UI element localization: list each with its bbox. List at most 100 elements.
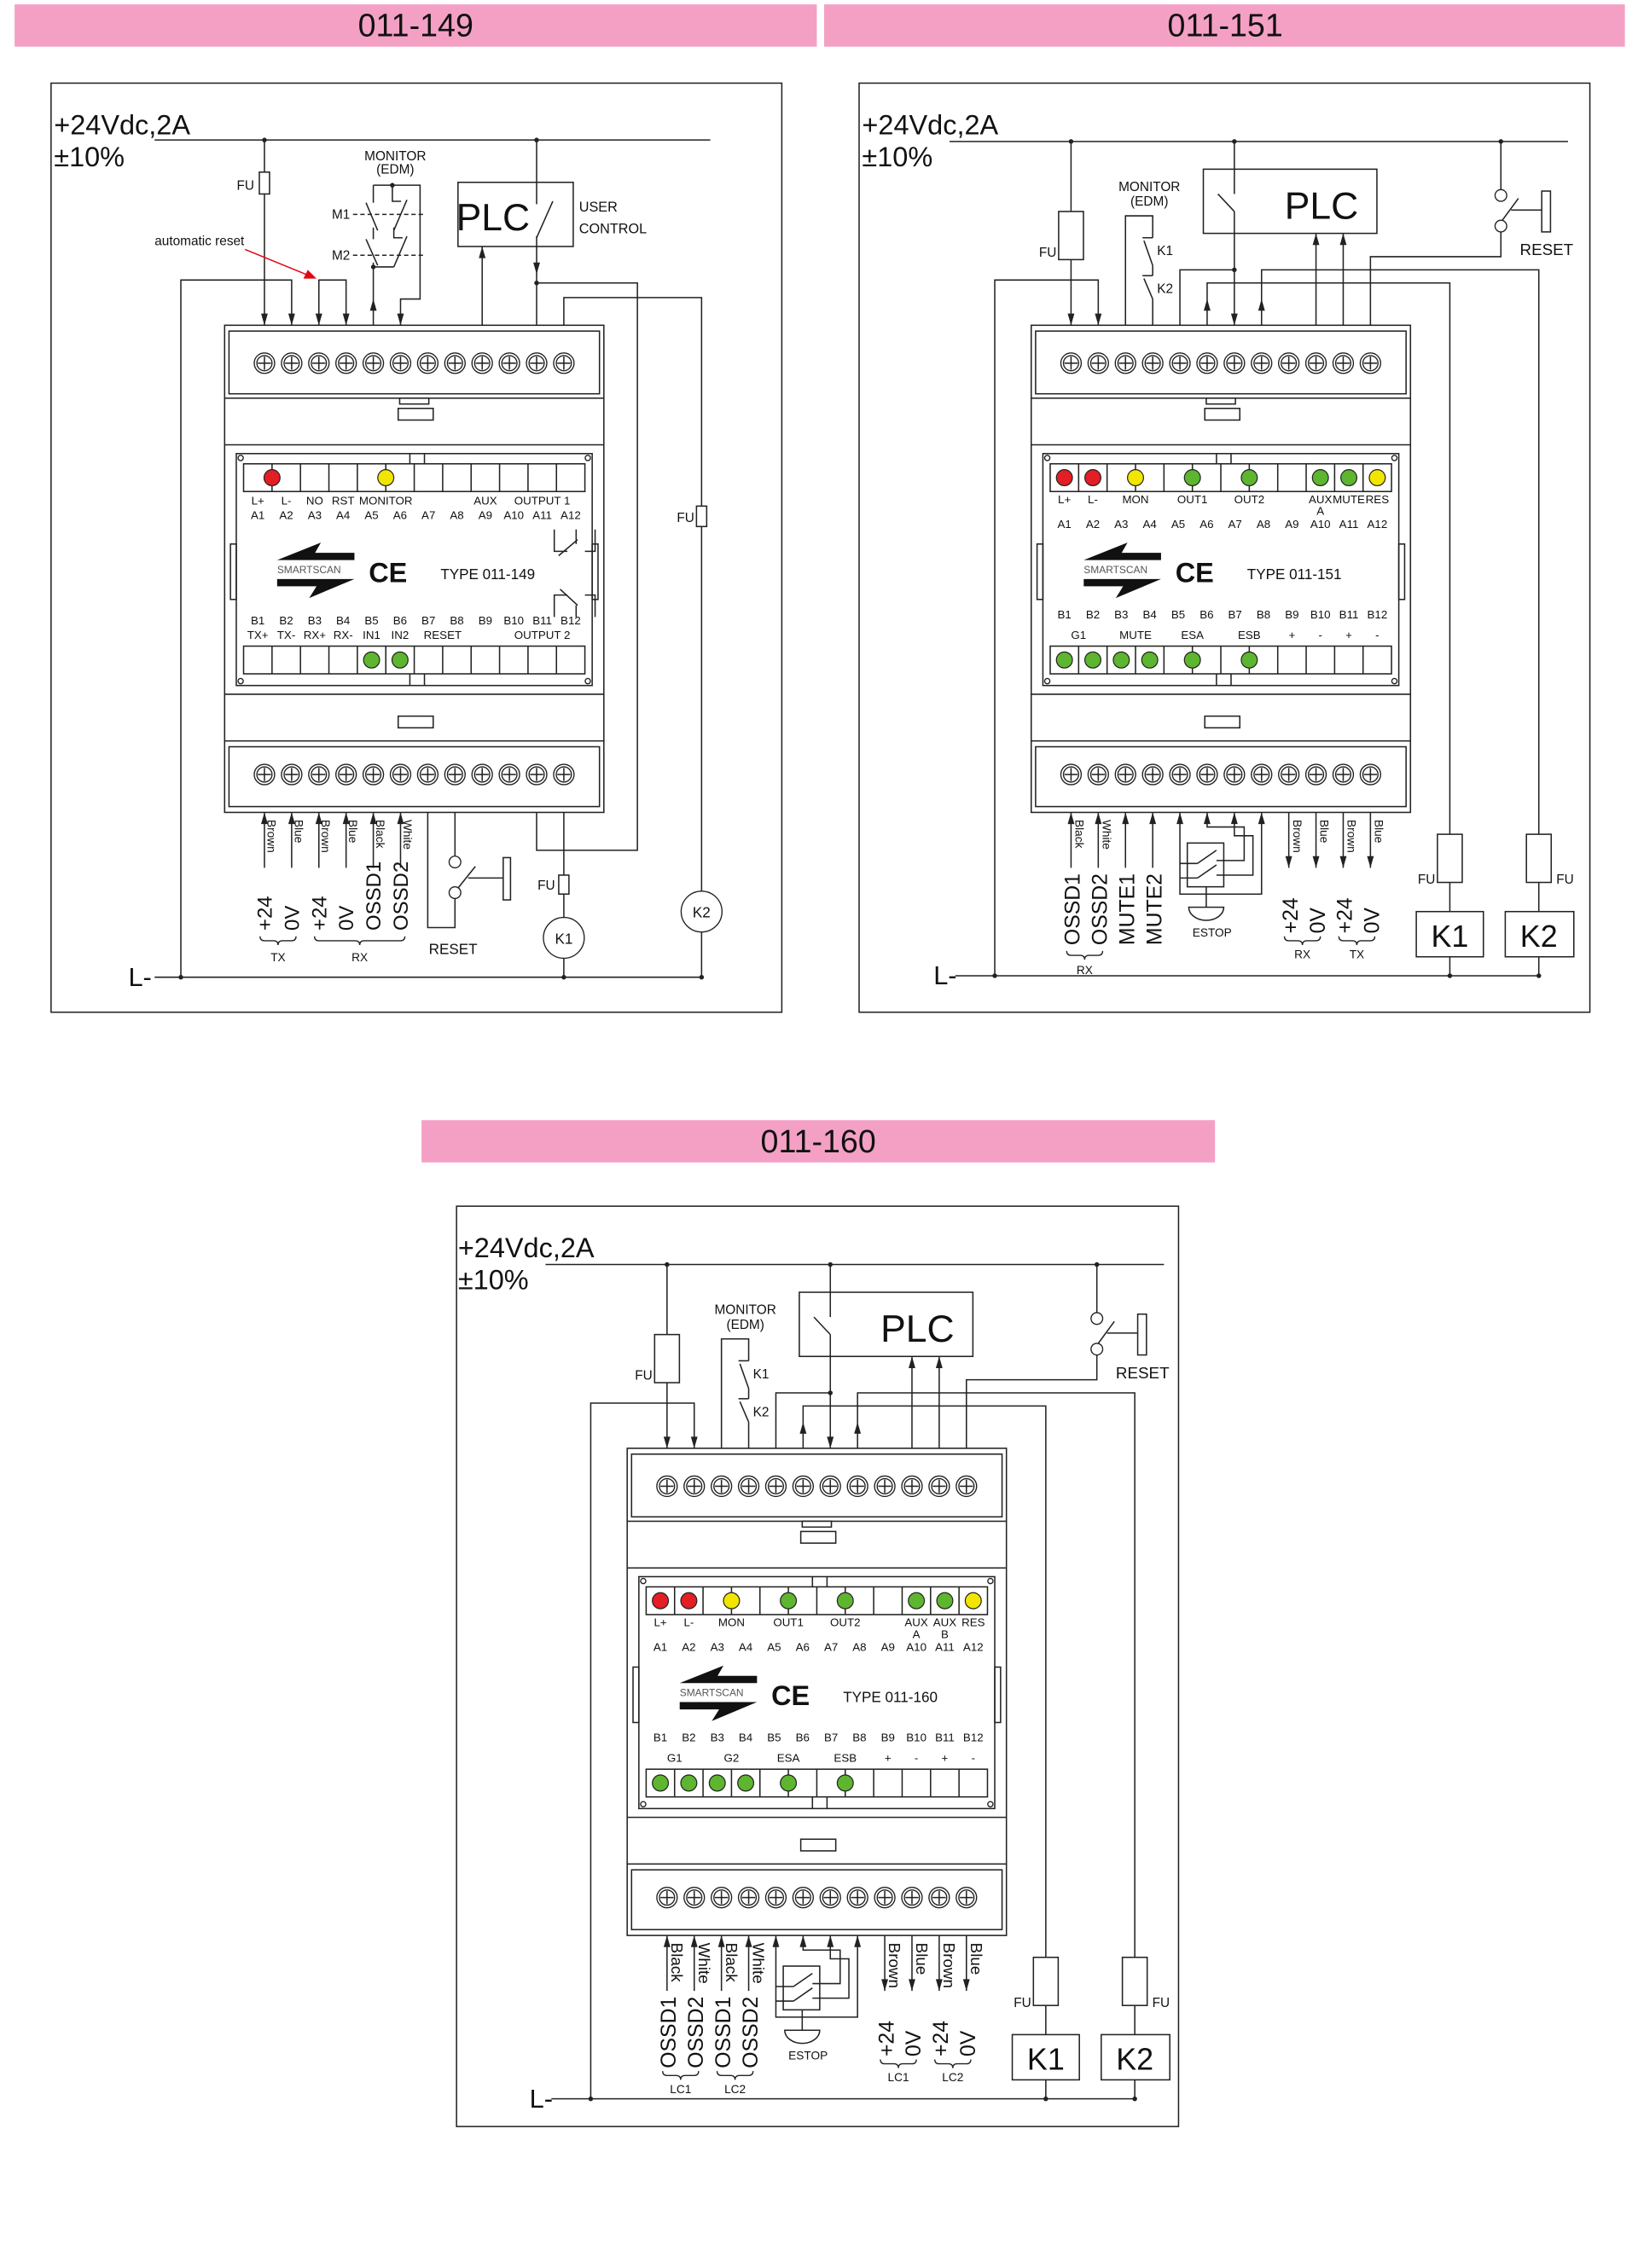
terminal-id: A6 (1199, 518, 1213, 531)
panel-frame-011-149 (50, 82, 783, 1013)
panel-011-151: +24Vdc,2A±10%FUMONITOR(EDM)K1K2PLCRESETF… (862, 109, 1575, 990)
signal-label: OSSD2 (685, 1997, 708, 2068)
wire (1206, 812, 1246, 861)
supply-tolerance: ±10% (54, 142, 125, 172)
arrow-down-icon (1095, 313, 1102, 326)
led-green (836, 1774, 854, 1792)
wire (1179, 812, 1263, 895)
terminal-id: A12 (1368, 518, 1388, 531)
wire (1216, 812, 1254, 876)
junction-dot (561, 974, 566, 980)
edm-label: (EDM) (726, 1318, 764, 1332)
terminal-id: B1 (1058, 608, 1072, 621)
led-green (836, 1592, 854, 1610)
terminal-id: A5 (1171, 518, 1185, 531)
terminal-function-label: RESET (424, 629, 462, 641)
contactor-k1-coil (1415, 910, 1484, 958)
signal-label: OSSD1 (712, 1997, 735, 2068)
arrow-down-icon (909, 1979, 915, 1992)
group-label: TX (270, 951, 285, 964)
terminal-block-inner (630, 1869, 1003, 1931)
wire (720, 1337, 750, 1448)
terminal-function-label: RES (1366, 493, 1390, 506)
automatic-reset-note: automatic reset (154, 234, 245, 248)
terminal-id: B8 (1257, 608, 1270, 621)
fuse-symbol (1121, 1957, 1148, 2006)
terminal-id: A5 (364, 509, 378, 522)
led-green (1055, 651, 1073, 669)
panel-frame-011-151 (858, 82, 1591, 1013)
signal-label: +24 (1334, 897, 1357, 933)
din-clip (799, 1838, 837, 1852)
estop-mushroom-button-icon (784, 2029, 821, 2045)
plc-box (799, 1291, 974, 1358)
arrow-down-icon (962, 1979, 970, 1992)
arrow-down-icon (1339, 856, 1347, 868)
wire (1260, 269, 1540, 835)
wire (994, 279, 1100, 976)
terminal-id: B9 (1285, 608, 1298, 621)
k2-label: K2 (1520, 919, 1558, 954)
terminal-id: A4 (336, 509, 351, 522)
terminal-function-label: TX+ (247, 629, 269, 641)
wire-color-label: Black (1073, 820, 1086, 849)
arrow-up-icon (1067, 812, 1075, 825)
wire (365, 202, 379, 231)
reset-switch (1502, 198, 1519, 221)
terminal-id: A2 (682, 1641, 695, 1654)
group-label: RX (1077, 964, 1093, 977)
terminal-function-label: - (1318, 629, 1321, 641)
fuse-label: FU (237, 178, 254, 193)
mounting-hole (987, 1577, 994, 1585)
estop-contact (1197, 850, 1217, 864)
wire (427, 812, 456, 929)
terminal-id: A8 (852, 1641, 866, 1654)
wire (392, 199, 408, 231)
terminal-function-label: RX+ (304, 629, 327, 641)
signal-label: +24 (930, 2021, 953, 2056)
wire (739, 1401, 750, 1423)
arrow-up-icon (1339, 233, 1347, 246)
wire (180, 279, 293, 977)
terminal-function-label: L+ (653, 1616, 666, 1629)
terminal-id: A12 (561, 509, 581, 522)
terminal-id: B8 (450, 614, 463, 627)
wire (1143, 278, 1153, 299)
signal-label: 0V (957, 2030, 980, 2056)
signal-label: 0V (281, 906, 304, 931)
terminal-id: B3 (711, 1731, 724, 1744)
led-green (1340, 469, 1358, 487)
mounting-hole (640, 1801, 647, 1807)
led-red (652, 1592, 670, 1610)
terminal-id: A9 (881, 1641, 895, 1654)
arrow-up-icon (479, 246, 486, 258)
terminal-id: A2 (1086, 518, 1100, 531)
terminal-function-label: MON (1122, 493, 1148, 506)
terminal-id: A7 (824, 1641, 838, 1654)
brand-logo-text: SMARTSCAN (680, 1687, 744, 1699)
module-latch (1205, 397, 1236, 405)
arrow-up-icon (261, 812, 268, 825)
mounting-hole (640, 1577, 647, 1585)
led-green (1183, 651, 1201, 669)
brace (1338, 936, 1376, 946)
brace (934, 2059, 972, 2068)
terminal-id: A11 (935, 1641, 955, 1654)
contactor-k1-coil (1011, 2033, 1080, 2081)
panel-title: 011-160 (761, 1123, 876, 1159)
terminal-block-inner (630, 1453, 1003, 1518)
led-green (908, 1592, 926, 1610)
wire-color-label: Black (723, 1943, 741, 1983)
junction-dot (828, 1390, 834, 1395)
panel-notch (1036, 543, 1044, 600)
mounting-hole (1043, 455, 1051, 461)
terminal-id: B9 (881, 1731, 895, 1744)
reset-label: RESET (429, 941, 479, 957)
signal-label: OSSD2 (740, 1997, 763, 2068)
terminal-id: B1 (251, 614, 264, 627)
module-latch (801, 1520, 833, 1528)
contactor-m1-label: M1 (332, 207, 350, 222)
led-red (1055, 469, 1073, 487)
k1-label: K1 (1431, 919, 1468, 954)
terminal-id: A3 (308, 509, 322, 522)
